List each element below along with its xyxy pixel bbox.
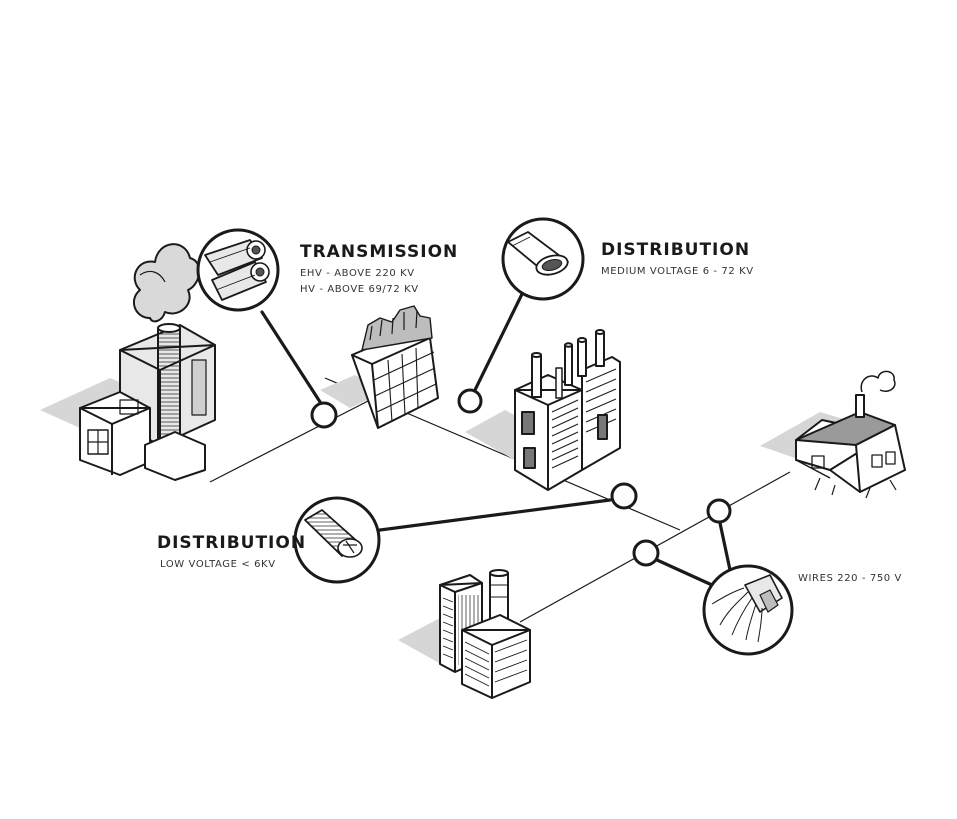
- wires-label: WIRES 220 - 750 V: [798, 571, 902, 586]
- cable-callout-wires: [704, 566, 792, 654]
- distribution-low-line: LOW VOLTAGE < 6KV: [160, 557, 276, 572]
- connector-wires-b: [720, 523, 730, 570]
- node-office: [634, 541, 658, 565]
- connector-transmission: [262, 312, 322, 405]
- ground-line-plant: [210, 400, 370, 482]
- node-house: [708, 500, 730, 522]
- connector-distribution-low: [380, 500, 610, 530]
- cable-callout-transmission: [198, 230, 278, 310]
- distribution-low-title: DISTRIBUTION: [157, 533, 306, 553]
- connector-distribution-medium: [475, 292, 523, 390]
- transmission-line-hv: HV - ABOVE 69/72 KV: [300, 282, 419, 297]
- transmission-line-ehv: EHV - ABOVE 220 KV: [300, 266, 415, 281]
- transmission-title: TRANSMISSION: [300, 242, 458, 262]
- cable-callout-distribution-medium: [503, 219, 583, 299]
- cable-callout-distribution-low: [295, 498, 379, 582]
- house-icon: [760, 371, 905, 498]
- connector-wires-a: [657, 560, 712, 585]
- power-plant-icon: [40, 244, 215, 480]
- substation-icon: [320, 306, 438, 428]
- node-distribution-low: [612, 484, 636, 508]
- office-buildings-icon: [398, 570, 530, 698]
- distribution-medium-line: MEDIUM VOLTAGE 6 - 72 KV: [601, 264, 754, 279]
- distribution-medium-title: DISTRIBUTION: [601, 240, 750, 260]
- factory-icon: [465, 330, 620, 490]
- node-distribution-medium: [459, 390, 481, 412]
- node-transmission: [312, 403, 336, 427]
